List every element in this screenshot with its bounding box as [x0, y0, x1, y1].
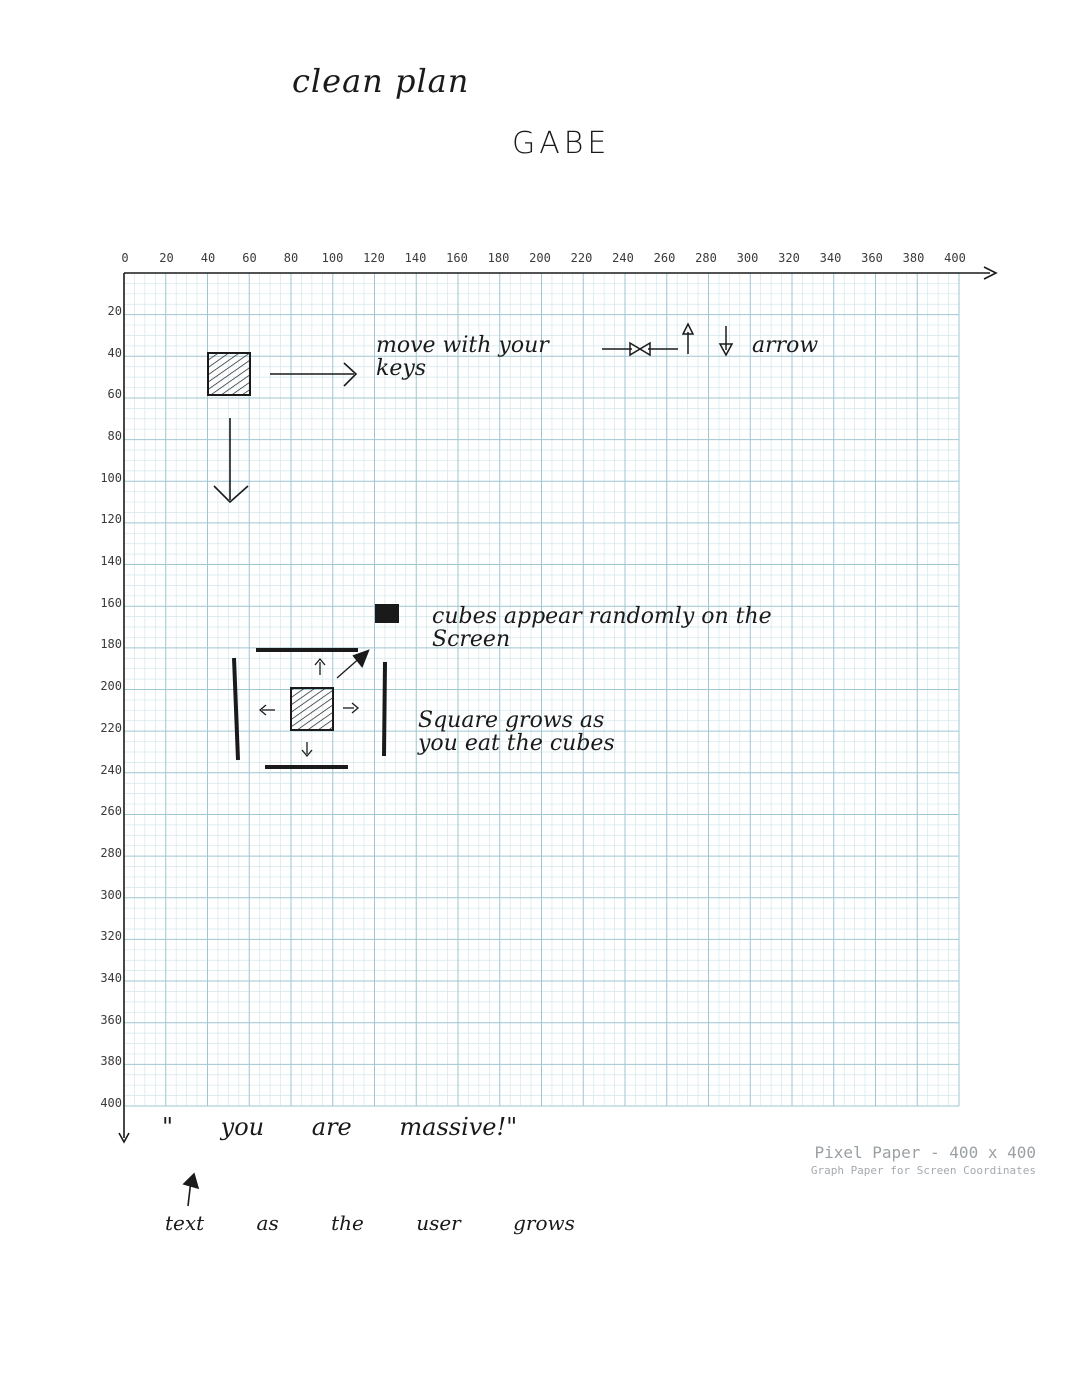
- x-tick-label: 360: [861, 251, 883, 265]
- annotation-grow-line2: you eat the cubes: [418, 731, 615, 756]
- grow-diagonal-arrowhead: [352, 649, 370, 668]
- y-tick-label: 320: [100, 929, 122, 944]
- x-axis-arrowhead: [983, 266, 998, 280]
- arrow-key-left-icon: [638, 341, 651, 357]
- y-tick-label: 380: [100, 1054, 122, 1069]
- branding-title: Pixel Paper - 400 x 400: [814, 1143, 1036, 1162]
- player-square: [207, 352, 251, 396]
- right-arrowhead: [343, 362, 358, 387]
- arrow-key-up-icon: [681, 322, 695, 335]
- annotation-movement-line2: keys: [376, 356, 427, 381]
- x-tick-label: 180: [487, 251, 510, 265]
- grow-up-arrow: [314, 657, 326, 666]
- branding: Pixel Paper - 400 x 400 Graph Paper for …: [753, 1143, 1036, 1177]
- food-cube: [375, 604, 399, 623]
- x-tick-label: 0: [121, 251, 129, 265]
- player-square-sketch: [207, 352, 251, 396]
- y-tick-label: 220: [100, 720, 122, 735]
- grow-left-arrow: [258, 704, 267, 716]
- x-tick-label: 320: [778, 251, 800, 265]
- y-tick-label: 40: [107, 345, 122, 360]
- x-tick-label: 20: [159, 251, 174, 265]
- down-arrow-sketch: [213, 418, 249, 504]
- y-tick-label: 260: [100, 804, 122, 819]
- axes: [118, 266, 998, 1144]
- y-tick-label: 180: [100, 637, 122, 652]
- grow-down-arrow: [301, 749, 313, 758]
- x-tick-label: 40: [200, 251, 216, 265]
- arrow-key-right-icon: [629, 341, 642, 357]
- x-tick-label: 220: [570, 251, 593, 265]
- y-tick-label: 100: [100, 470, 122, 485]
- x-tick-label: 160: [446, 251, 468, 265]
- y-tick-label: 340: [100, 970, 122, 985]
- footer-quote: " you are massive!": [162, 1113, 518, 1141]
- caret-arrow-sketch: [182, 1172, 200, 1207]
- y-tick-label: 160: [100, 595, 122, 610]
- arrow-key-down-icon: [718, 343, 734, 357]
- x-tick-label: 100: [321, 251, 344, 265]
- wall-right: [382, 661, 387, 757]
- y-tick-label: 360: [100, 1012, 122, 1027]
- y-tick-label: 80: [107, 429, 122, 444]
- y-axis-arrowhead: [118, 1132, 130, 1144]
- x-tick-label: 140: [404, 251, 427, 265]
- right-arrow-sketch: [270, 362, 358, 387]
- x-tick-label: 260: [653, 251, 676, 265]
- y-tick-label: 60: [107, 387, 122, 402]
- x-tick-label: 240: [612, 251, 634, 265]
- y-tick-label: 20: [107, 304, 122, 318]
- y-tick-label: 300: [100, 887, 122, 902]
- grow-diagram-sketch: [232, 648, 387, 769]
- footer-note: text as the user grows: [165, 1211, 575, 1235]
- arrow-keys-sketch: [602, 322, 734, 357]
- x-tick-label: 120: [363, 251, 385, 265]
- caret-arrowhead: [182, 1172, 200, 1190]
- annotation-cubes-line2: Screen: [432, 627, 511, 652]
- x-tick-label: 280: [695, 251, 717, 265]
- annotation-movement-line1: move with your: [376, 333, 549, 358]
- grow-right-arrow: [351, 702, 360, 714]
- annotation-movement-tail: arrow: [752, 333, 819, 358]
- y-tick-label: 120: [100, 512, 122, 527]
- grid-major-lines: [123, 272, 960, 1107]
- annotation-grow-line1: Square grows as: [418, 708, 605, 733]
- wall-left: [232, 657, 240, 761]
- x-tick-label: 340: [819, 251, 842, 265]
- x-tick-label: 380: [902, 251, 925, 265]
- y-tick-label: 200: [100, 679, 122, 694]
- x-tick-label: 200: [529, 251, 551, 265]
- y-tick-label: 400: [100, 1096, 122, 1110]
- annotation-cubes-line1: cubes appear randomly on the: [432, 604, 772, 629]
- y-tick-label: 280: [100, 845, 122, 860]
- x-tick-label: 60: [242, 251, 257, 265]
- x-tick-label: 300: [736, 251, 759, 265]
- page-title: clean plan: [292, 62, 470, 100]
- author-name: GABE: [512, 126, 611, 161]
- y-tick-label: 140: [100, 554, 122, 569]
- down-arrowhead: [213, 485, 249, 504]
- growing-square: [290, 687, 334, 731]
- branding-subtitle: Graph Paper for Screen Coordinates: [810, 1164, 1036, 1177]
- y-tick-label: 240: [100, 762, 122, 777]
- x-tick-label: 400: [944, 251, 966, 265]
- x-tick-label: 80: [283, 251, 299, 265]
